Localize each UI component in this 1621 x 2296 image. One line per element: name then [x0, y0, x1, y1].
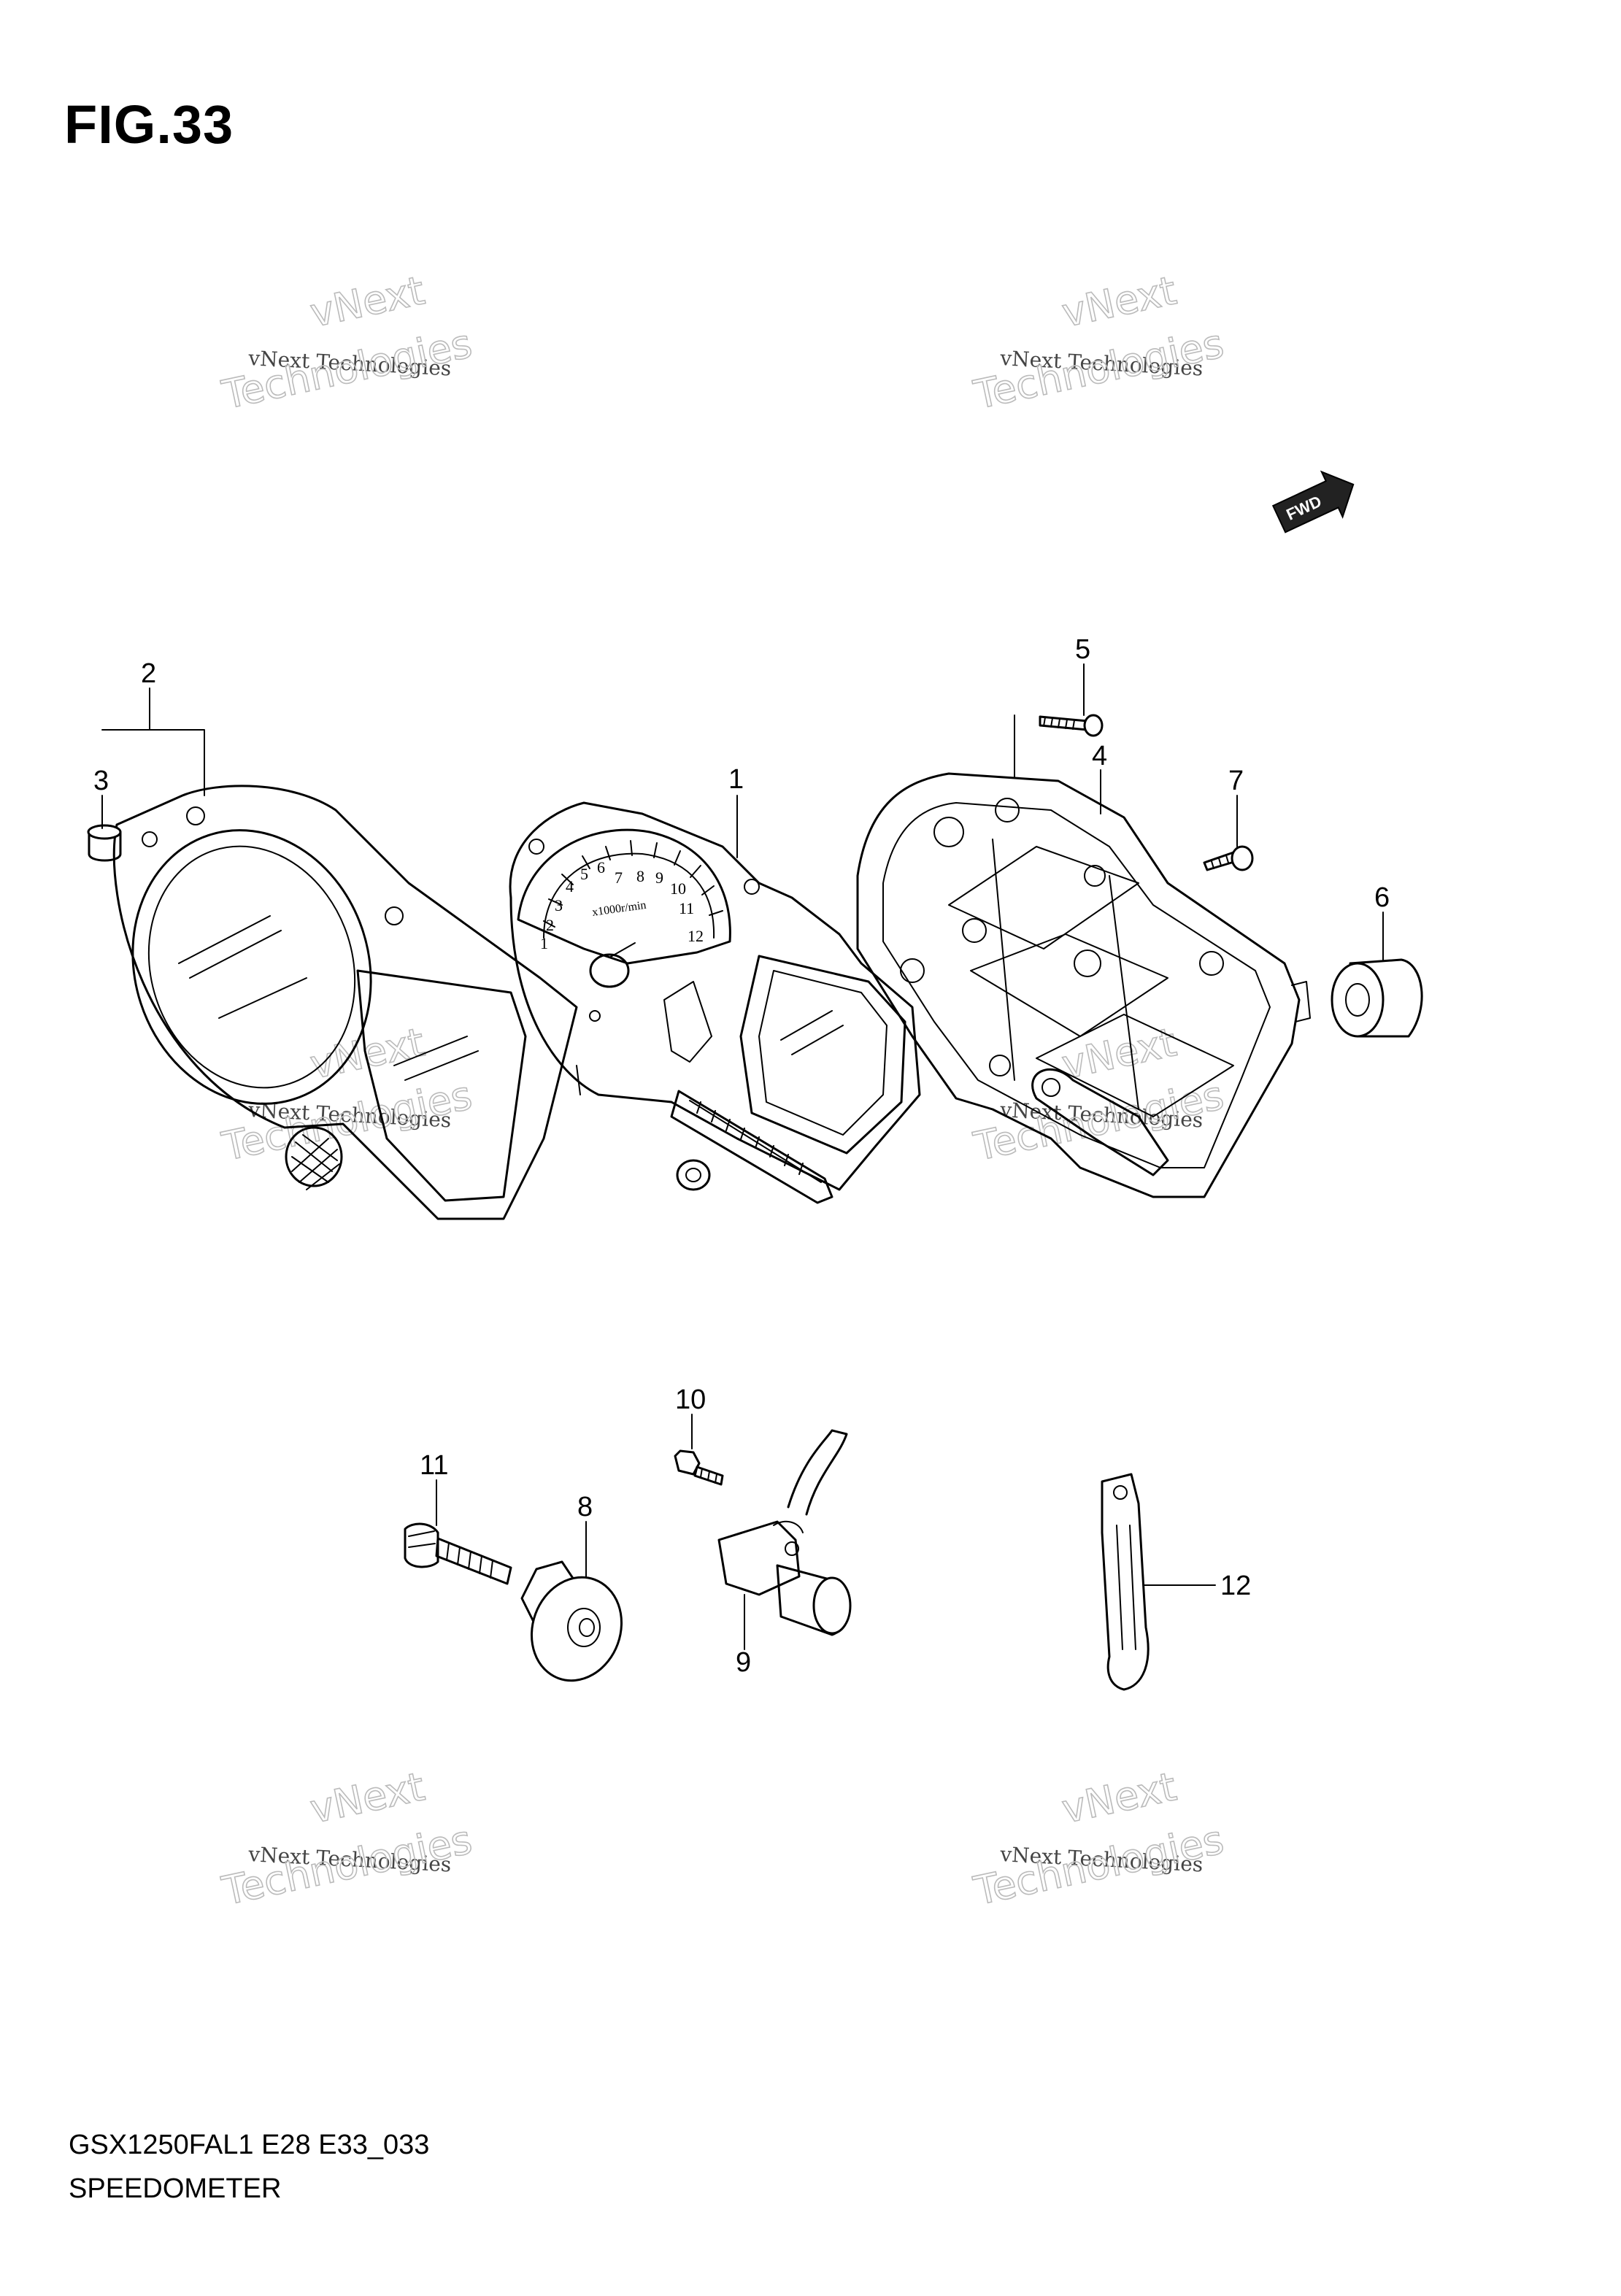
tach-tick-8: 8: [636, 867, 644, 885]
tach-tick-1: 1: [540, 934, 548, 952]
tach-tick-11: 11: [679, 899, 694, 917]
part-11-bolt: [404, 1522, 512, 1585]
tach-tick-10: 10: [670, 879, 686, 898]
tach-tick-3: 3: [555, 896, 563, 914]
leader-lines: [101, 663, 1384, 1650]
watermark-line3: Technologies: [970, 1817, 1228, 1914]
callout-6: 6: [1374, 882, 1390, 913]
watermark-line3: Technologies: [970, 320, 1228, 418]
fwd-arrow-icon: FWD: [1271, 470, 1355, 533]
part-4-meter-case: [856, 772, 1311, 1198]
tach-tick-4: 4: [566, 877, 574, 895]
callout-labels: 1 2 3 4 5 6 7 8 9 10 11 12: [93, 634, 1390, 1678]
watermark-bottom-right: vNext vNext Technologies Technologies: [969, 1763, 1228, 1914]
callout-2: 2: [141, 658, 156, 689]
callout-7: 7: [1228, 766, 1244, 796]
part-5-screw: [1039, 714, 1104, 737]
tach-tick-6: 6: [597, 858, 605, 877]
part-12-strap: [1101, 1473, 1150, 1691]
callout-11: 11: [420, 1450, 448, 1481]
part-2-meter-cover: [112, 785, 578, 1220]
section-name: SPEEDOMETER: [69, 2173, 282, 2204]
model-code: GSX1250FAL1 E28 E33_033: [69, 2130, 430, 2160]
callout-8: 8: [577, 1492, 593, 1522]
tach-tick-12: 12: [688, 927, 704, 945]
tach-tick-5: 5: [580, 865, 588, 883]
callout-1: 1: [728, 764, 744, 795]
tach-tick-2: 2: [546, 916, 554, 934]
callout-4: 4: [1092, 741, 1107, 771]
figure-title: FIG.33: [64, 94, 234, 155]
watermark-line3: Technologies: [970, 1072, 1228, 1170]
watermark-line3: Technologies: [218, 1817, 476, 1914]
watermark-line1: vNext: [307, 267, 428, 336]
watermark-line1: vNext: [1058, 1763, 1180, 1832]
callout-3: 3: [93, 766, 109, 796]
watermark-top-left: vNext vNext Technologies Technologies: [217, 266, 477, 418]
part-6-grommet: [1331, 958, 1423, 1038]
tach-unit-label: x1000r/min: [591, 899, 647, 919]
tach-tick-7: 7: [615, 868, 623, 887]
callout-9: 9: [736, 1647, 751, 1678]
part-1-meter-assembly: 1 2 3 4 5 6 7 8 9 10 11 12 x1000r/min: [509, 801, 921, 1204]
part-3-grommet: [87, 824, 122, 862]
callout-10: 10: [675, 1384, 706, 1415]
watermark-line1: vNext: [1058, 267, 1180, 336]
callout-12: 12: [1220, 1571, 1251, 1601]
part-9-speed-sensor: [717, 1429, 852, 1636]
watermark-line1: vNext: [307, 1763, 428, 1832]
watermark-bottom-left: vNext vNext Technologies Technologies: [217, 1763, 477, 1914]
part-8-collar: [520, 1560, 623, 1682]
part-7-screw: [1203, 845, 1254, 871]
watermark-line3: Technologies: [218, 320, 476, 418]
part-10-bolt: [674, 1449, 724, 1486]
watermark-mid-left: vNext vNext Technologies Technologies: [217, 1018, 477, 1170]
tach-tick-9: 9: [655, 868, 663, 887]
callout-5: 5: [1075, 634, 1090, 665]
watermark-top-right: vNext vNext Technologies Technologies: [969, 266, 1228, 418]
